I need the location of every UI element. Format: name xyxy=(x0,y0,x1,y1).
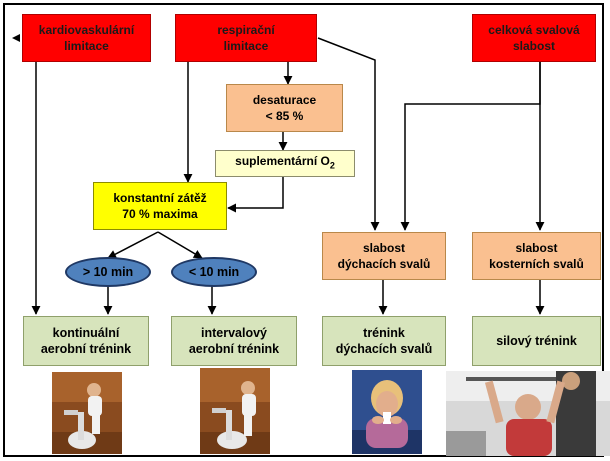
skeletal-muscle-weakness-box: slabost kosterních svalů xyxy=(472,232,601,280)
respiratory-muscle-weakness-box: slabost dýchacích svalů xyxy=(322,232,446,280)
strength-training-box: silový trénink xyxy=(472,316,601,366)
oxygen-supplement-label: suplementární O2 xyxy=(235,153,335,173)
cardio-limitation-line2: limitace xyxy=(64,39,109,53)
arrow-constant-to-under xyxy=(157,231,203,259)
oxygen-subscript: 2 xyxy=(329,160,335,171)
continuous-training-box: kontinuální aerobní trénink xyxy=(23,316,149,366)
under-10-min-label: < 10 min xyxy=(188,265,240,279)
strength-training-label: silový trénink xyxy=(496,334,577,348)
photo-breathing-trainer xyxy=(352,370,422,454)
under-10-min-oval: < 10 min xyxy=(171,257,257,287)
arrow-resp-to-resp-muscle xyxy=(317,37,380,231)
interval-training-line1: intervalový xyxy=(200,326,267,340)
respiratory-training-line1: trénink xyxy=(363,326,405,340)
skeletal-muscle-weakness-line1: slabost xyxy=(515,241,558,255)
constant-load-box: konstantní zátěž 70 % maxima xyxy=(93,182,227,230)
respiratory-muscle-weakness-line2: dýchacích svalů xyxy=(337,257,431,271)
over-10-min-label: > 10 min xyxy=(82,265,134,279)
frame-arrow-left xyxy=(12,34,20,42)
respiratory-limitation-box: respirační limitace xyxy=(175,14,317,62)
interval-training-box: intervalový aerobní trénink xyxy=(171,316,297,366)
arrow-constant-to-over xyxy=(107,231,159,259)
oxygen-text: suplementární O xyxy=(235,154,330,169)
cardio-limitation-line1: kardiovaskulární xyxy=(38,23,135,37)
oxygen-supplement-box: suplementární O2 xyxy=(215,150,355,177)
photo-exercise-bike-continuous xyxy=(52,372,122,454)
muscle-weakness-line1: celková svalová xyxy=(488,23,580,37)
desaturation-line1: desaturace xyxy=(252,93,317,107)
constant-load-line1: konstantní zátěž xyxy=(113,191,207,205)
muscle-weakness-box: celková svalová slabost xyxy=(472,14,596,62)
respiratory-training-box: trénink dýchacích svalů xyxy=(322,316,446,366)
photo-exercise-bike-interval xyxy=(200,368,270,454)
arrow-weak-to-resp-muscle xyxy=(400,62,541,231)
constant-load-line2: 70 % maxima xyxy=(122,207,198,221)
respiratory-muscle-weakness-line1: slabost xyxy=(362,241,405,255)
cardio-limitation-box: kardiovaskulární limitace xyxy=(22,14,151,62)
continuous-training-line1: kontinuální xyxy=(52,326,120,340)
desaturation-line2: < 85 % xyxy=(265,109,304,123)
photo-strength-training xyxy=(446,371,610,456)
interval-training-line2: aerobní trénink xyxy=(188,342,280,356)
skeletal-muscle-weakness-line2: kosterních svalů xyxy=(489,257,584,271)
arrow-oxygen-to-constant xyxy=(227,177,284,213)
over-10-min-oval: > 10 min xyxy=(65,257,151,287)
desaturation-box: desaturace < 85 % xyxy=(226,84,343,132)
respiratory-training-line2: dýchacích svalů xyxy=(335,342,433,356)
slide-frame xyxy=(3,3,604,457)
respiratory-limitation-line1: respirační xyxy=(217,23,275,37)
respiratory-limitation-line2: limitace xyxy=(223,39,269,53)
muscle-weakness-line2: slabost xyxy=(512,39,555,53)
continuous-training-line2: aerobní trénink xyxy=(40,342,132,356)
